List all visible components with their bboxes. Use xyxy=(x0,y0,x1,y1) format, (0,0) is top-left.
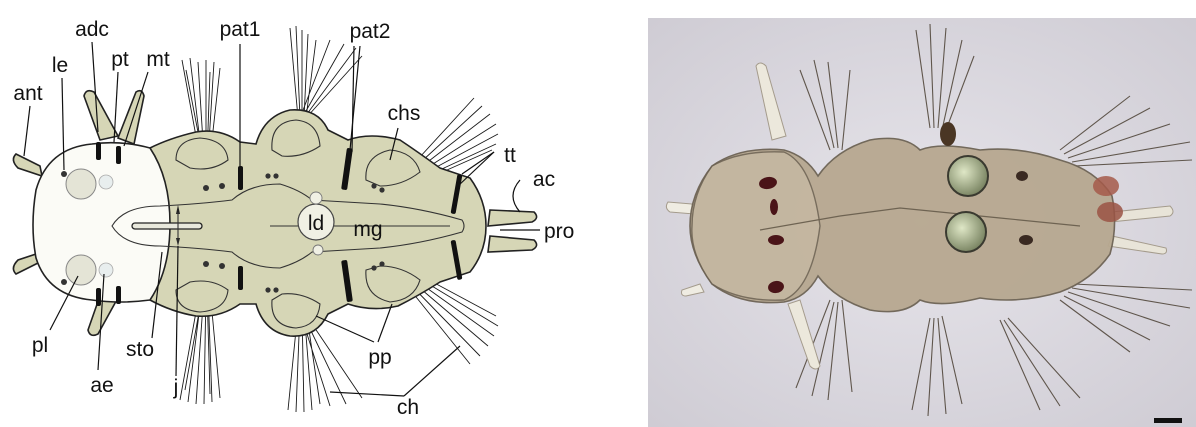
schematic-drawing: ant le adc pt mt pat1 pat2 chs tt ac pro… xyxy=(13,18,574,419)
anal-cirrus-upper xyxy=(488,210,537,226)
label-pp: pp xyxy=(368,346,391,369)
lipid-droplet-small-1 xyxy=(310,192,322,204)
label-ant: ant xyxy=(13,82,42,105)
photo-antenna-upper xyxy=(666,202,694,214)
photo-spot-3 xyxy=(940,122,956,146)
label-mg: mg xyxy=(353,218,382,241)
label-j: j xyxy=(173,376,179,399)
eye-lower xyxy=(66,255,96,285)
eye-upper xyxy=(66,169,96,199)
photo-head xyxy=(692,152,820,300)
label-ac: ac xyxy=(533,168,555,191)
label-le: le xyxy=(52,54,68,77)
eye-upper-small xyxy=(99,175,113,189)
photo-spot-1 xyxy=(1016,171,1028,181)
label-pl: pl xyxy=(32,334,48,357)
photo-vesicle-upper xyxy=(948,156,988,196)
label-adc: adc xyxy=(75,18,109,41)
stomodeum-slit xyxy=(132,223,202,229)
photo-eye-3 xyxy=(768,235,784,245)
label-mt: mt xyxy=(146,48,169,71)
lens-dot-upper xyxy=(61,171,67,177)
lipid-droplet-small-2 xyxy=(313,245,323,255)
label-ld: ld xyxy=(308,212,324,235)
label-chs: chs xyxy=(388,102,421,125)
photo-vesicle-lower xyxy=(946,212,986,252)
eye-lower-small xyxy=(99,263,113,277)
label-tt: tt xyxy=(504,144,516,167)
photo-tail-tissue-lower xyxy=(1097,202,1123,222)
label-ch: ch xyxy=(397,396,419,419)
label-pro: pro xyxy=(544,220,574,243)
antenna-upper xyxy=(13,154,42,176)
anal-cirrus-lower xyxy=(488,236,537,252)
label-ae: ae xyxy=(90,374,113,397)
tentacle-upper-2 xyxy=(118,91,144,144)
scale-bar xyxy=(1154,418,1182,423)
photo-spot-2 xyxy=(1019,235,1033,245)
label-pat2: pat2 xyxy=(350,20,391,43)
lens-dot-lower xyxy=(61,279,67,285)
dorsal-cirrus-upper xyxy=(84,91,118,140)
photo-eye-2 xyxy=(770,199,778,215)
label-pt: pt xyxy=(111,48,129,71)
label-sto: sto xyxy=(126,338,154,361)
micrograph-photo xyxy=(648,18,1196,427)
head xyxy=(33,143,170,302)
label-pat1: pat1 xyxy=(220,18,261,41)
photo-tail-tissue-upper xyxy=(1093,176,1119,196)
